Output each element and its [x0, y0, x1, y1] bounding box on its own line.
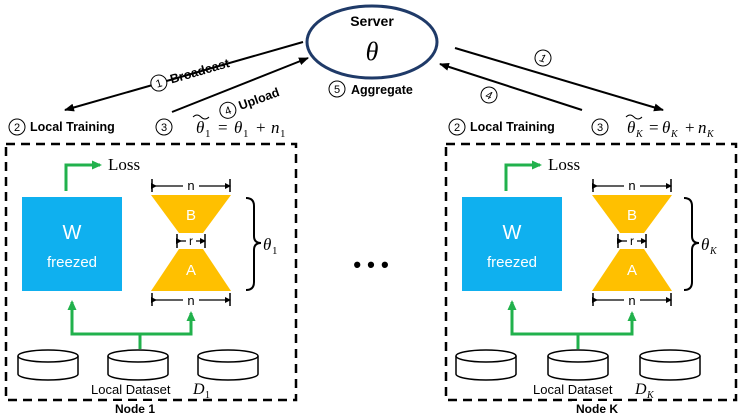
nodeK-lora-a-label: A	[627, 262, 637, 279]
svg-text:+: +	[256, 118, 266, 137]
svg-text:1: 1	[243, 128, 249, 140]
svg-text:Local Training: Local Training	[30, 120, 115, 134]
svg-text:Local Training: Local Training	[470, 120, 555, 134]
node1-dim-n-top: n	[187, 178, 194, 193]
node1-theta-sub: 1	[272, 245, 278, 257]
svg-text:θ: θ	[234, 118, 242, 137]
node1-dataset-sub: 1	[205, 390, 210, 401]
step-broadcast-label: 1 Broadcast	[150, 56, 232, 92]
svg-text:K: K	[670, 129, 679, 140]
svg-text:4: 4	[484, 89, 493, 102]
nodeK-lora-b	[592, 195, 672, 233]
server: Server θ	[305, 4, 439, 80]
nodeK-noise-formula: θ K = θ K + n K	[625, 114, 715, 140]
svg-text:4: 4	[223, 105, 233, 118]
node1-local-training-label: 2 Local Training	[8, 118, 115, 136]
svg-text:+: +	[685, 118, 695, 137]
svg-text:θ: θ	[627, 118, 635, 137]
nodeK-lora-a	[592, 249, 672, 291]
svg-text:3: 3	[597, 122, 603, 134]
node1-data-arrow-lora	[140, 311, 196, 336]
node1-dataset-cylinders	[17, 349, 259, 381]
node1-loss-label: Loss	[108, 155, 140, 174]
svg-text:1: 1	[155, 77, 164, 90]
node1-loss-arrow	[64, 160, 102, 191]
nodeK-name: Node K	[576, 402, 618, 416]
node1-noise-formula: θ 1 = θ 1 + n 1	[192, 114, 286, 140]
svg-text:5: 5	[334, 84, 340, 96]
svg-text:K: K	[635, 129, 644, 140]
node1-lora-b-label: B	[186, 207, 196, 224]
nodeK-dataset-sub: K	[646, 390, 655, 401]
broadcast-arrow-nodeK	[454, 47, 664, 112]
step-broadcast-num-right: 1	[534, 49, 552, 67]
server-theta: θ	[366, 37, 379, 66]
nodeK-dim-n-top: n	[628, 178, 635, 193]
nodeK-dataset-cylinders	[455, 349, 701, 381]
nodeK-lora-b-label: B	[627, 207, 637, 224]
node1-box: W freezed Loss n B r A n θ 1	[4, 142, 298, 416]
nodeK-dataset-label: Local Dataset	[533, 382, 613, 397]
svg-text:=: =	[649, 118, 659, 137]
nodeK-box: W freezed Loss n B r A n θ K	[444, 142, 738, 416]
node1-dim-n-bottom: n	[187, 293, 194, 308]
broadcast-arrow-node1	[64, 41, 304, 112]
nodeK-loss-label: Loss	[548, 155, 580, 174]
node1-dataset-sym: D	[192, 381, 205, 398]
node1-noise-step: 3	[155, 118, 173, 136]
svg-text:Upload: Upload	[237, 85, 282, 113]
nodeK-w-label: W	[503, 222, 522, 244]
node1-theta-bracket	[245, 197, 262, 291]
svg-text:n: n	[271, 118, 280, 137]
node1-data-arrow-w	[67, 300, 142, 349]
nodeK-dataset-sym: D	[634, 381, 647, 398]
svg-text:n: n	[698, 118, 707, 137]
node1-lora-b	[151, 195, 231, 233]
svg-text:θ: θ	[196, 118, 204, 137]
svg-text:Aggregate: Aggregate	[351, 83, 413, 97]
svg-text:1: 1	[538, 52, 547, 65]
svg-text:2: 2	[454, 122, 460, 134]
node1-theta-label: θ	[263, 235, 271, 254]
nodeK-data-arrow-w	[507, 300, 580, 349]
node1-w-freezed: freezed	[47, 254, 97, 271]
node1-w-label: W	[63, 222, 82, 244]
node1-dim-r: r	[189, 234, 193, 248]
nodeK-theta-sub: K	[709, 246, 718, 257]
nodeK-w-freezed: freezed	[487, 254, 537, 271]
nodeK-dim-n-bottom: n	[628, 293, 635, 308]
node1-dataset-label: Local Dataset	[91, 382, 171, 397]
server-title: Server	[350, 13, 394, 29]
svg-text:K: K	[706, 129, 715, 140]
nodeK-data-arrow-lora	[578, 311, 637, 336]
nodeK-noise-step: 3	[591, 118, 609, 136]
step-aggregate-label: 5 Aggregate	[328, 80, 413, 98]
upload-arrow-node1	[171, 57, 309, 113]
nodeK-dim-r: r	[630, 234, 634, 248]
nodeK-local-training-label: 2 Local Training	[448, 118, 555, 136]
node1-lora-a	[151, 249, 231, 291]
nodeK-w-block	[462, 197, 562, 291]
nodes-ellipsis: • • •	[353, 252, 388, 277]
svg-text:θ: θ	[662, 118, 670, 137]
node1-w-block	[22, 197, 122, 291]
svg-text:Broadcast: Broadcast	[168, 56, 231, 87]
nodeK-loss-arrow	[504, 160, 542, 191]
svg-text:2: 2	[14, 122, 20, 134]
node1-lora-a-label: A	[186, 262, 196, 279]
svg-text:1: 1	[205, 128, 211, 140]
svg-text:=: =	[218, 118, 228, 137]
step-upload-num-right: 4	[480, 86, 498, 104]
nodeK-theta-bracket	[683, 197, 700, 291]
svg-text:3: 3	[161, 122, 167, 134]
svg-text:1: 1	[280, 128, 286, 140]
nodeK-theta-label: θ	[701, 235, 709, 254]
upload-arrow-nodeK	[439, 62, 583, 111]
node1-name: Node 1	[115, 402, 155, 416]
